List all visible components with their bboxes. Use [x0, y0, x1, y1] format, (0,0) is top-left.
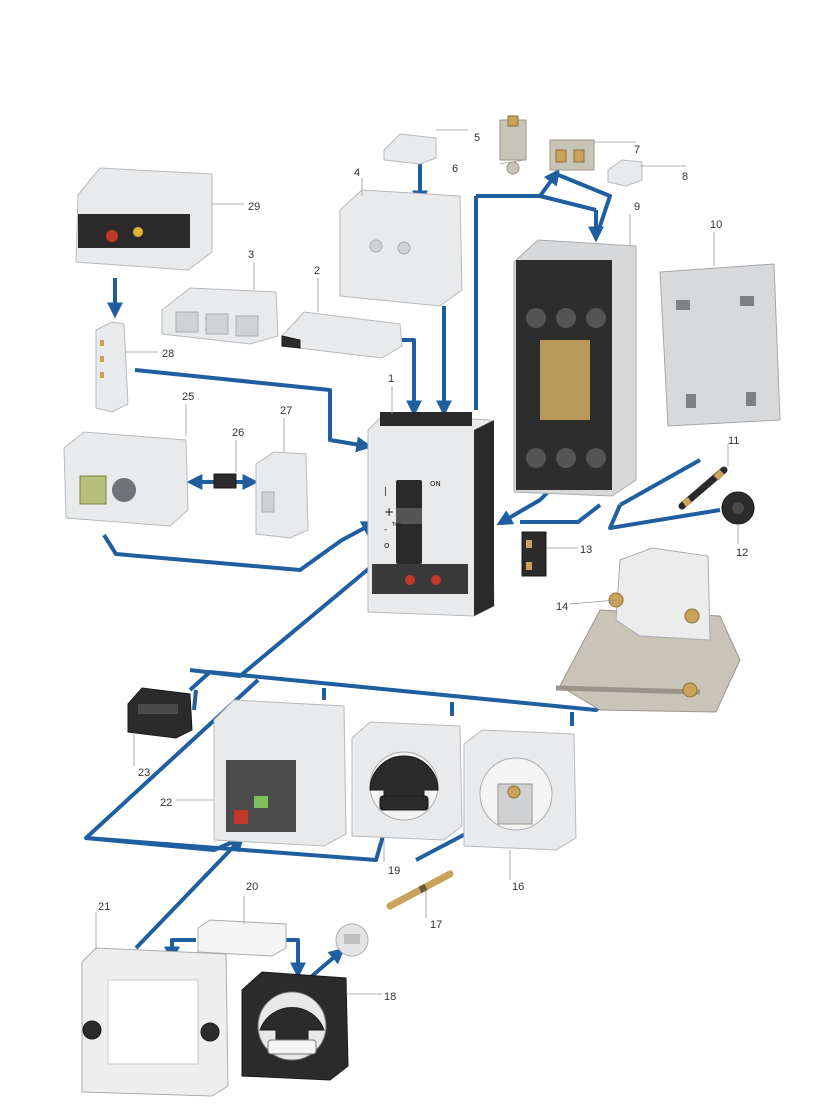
part-25-control-relay [63, 431, 189, 527]
callout-25: 25 [182, 391, 194, 403]
line-11-12 [520, 458, 721, 530]
svg-text:+: + [384, 505, 394, 519]
line-7-8-to-9 [539, 172, 612, 239]
part-29-relay-module [75, 167, 213, 271]
arrow-28-to-1 [134, 368, 373, 453]
callout-27: 27 [280, 405, 292, 417]
knob-icon [335, 923, 369, 957]
callout-26: 26 [232, 427, 244, 439]
callout-19: 19 [388, 865, 400, 877]
arrow-20-to-21 [164, 938, 196, 963]
callout-1: 1 [388, 373, 394, 385]
callout-13: 13 [580, 544, 592, 556]
callout-4: 4 [354, 167, 360, 179]
callout-5: 5 [474, 132, 480, 144]
callout-3: 3 [248, 249, 254, 261]
callout-14: 14 [556, 601, 568, 613]
callout-18: 18 [384, 991, 396, 1003]
callout-10: 10 [710, 219, 722, 231]
arrow-21-to-22 [134, 835, 245, 950]
part-7-tunnel-terminal [549, 139, 595, 171]
callout-7: 7 [634, 144, 640, 156]
part-27-communication-module [255, 451, 309, 539]
callout-16: 16 [512, 881, 524, 893]
arrow-25-to-1 [102, 520, 378, 572]
arrow-18-to-knob [310, 947, 345, 978]
callout-23: 23 [138, 767, 150, 779]
part-26-cable [213, 473, 237, 489]
part-20-label-plate [197, 919, 287, 957]
part-5-cap [383, 133, 437, 165]
callout-9: 9 [634, 201, 640, 213]
part-8-control-wire-terminal [607, 159, 643, 187]
part-22-withdrawable-unit [213, 699, 347, 847]
arrow-2-to-1 [400, 338, 422, 417]
arrow-20-to-18 [286, 938, 306, 979]
part-28-shunt-release [95, 321, 129, 413]
part-16-rotary-drive [463, 729, 577, 851]
callout-29: 29 [248, 201, 260, 213]
callout-21: 21 [98, 901, 110, 913]
part-23-terminal-adapter [127, 687, 193, 739]
part-19-rotary-handle [351, 721, 463, 841]
part-18-door-handle [241, 971, 349, 1081]
panel-bus [188, 670, 616, 726]
callout-12: 12 [736, 547, 748, 559]
part-1-circuit-breaker: | + - o ON Trip [367, 412, 495, 617]
part-12-dust-cap [721, 491, 755, 525]
svg-text:-: - [384, 525, 387, 535]
callout-2: 2 [314, 265, 320, 277]
on-label: ON [430, 480, 441, 488]
part-4-terminal-shroud [339, 189, 463, 307]
svg-text:o: o [384, 541, 390, 551]
trip-label: Trip [391, 522, 401, 528]
part-11-auxiliary-rod [678, 466, 728, 510]
part-14-door-coupling-mechanism [555, 547, 741, 713]
bus-to-23 [192, 689, 198, 711]
part-10-mounting-plate [659, 263, 781, 427]
svg-text:|: | [384, 487, 387, 497]
callout-11: 11 [728, 435, 739, 447]
callout-8: 8 [682, 171, 688, 183]
part-6-box-terminal [499, 115, 527, 175]
callout-6: 6 [452, 163, 458, 175]
arrow-panel-to-1 [189, 551, 389, 678]
callout-22: 22 [160, 797, 172, 809]
part-9-plug-in-base [513, 239, 637, 497]
callout-17: 17 [430, 919, 442, 931]
part-17-extension-shaft [386, 870, 454, 910]
part-3-terminals [161, 287, 279, 345]
callouts: 5 6 7 8 4 9 10 29 3 2 1 28 25 26 27 11 1… [95, 129, 748, 1003]
callout-28: 28 [162, 348, 174, 360]
callout-20: 20 [246, 881, 258, 893]
part-13-auxiliary-contact [521, 531, 547, 577]
part-2-terminal-covers [281, 311, 403, 359]
part-21-door-frame [81, 947, 229, 1097]
